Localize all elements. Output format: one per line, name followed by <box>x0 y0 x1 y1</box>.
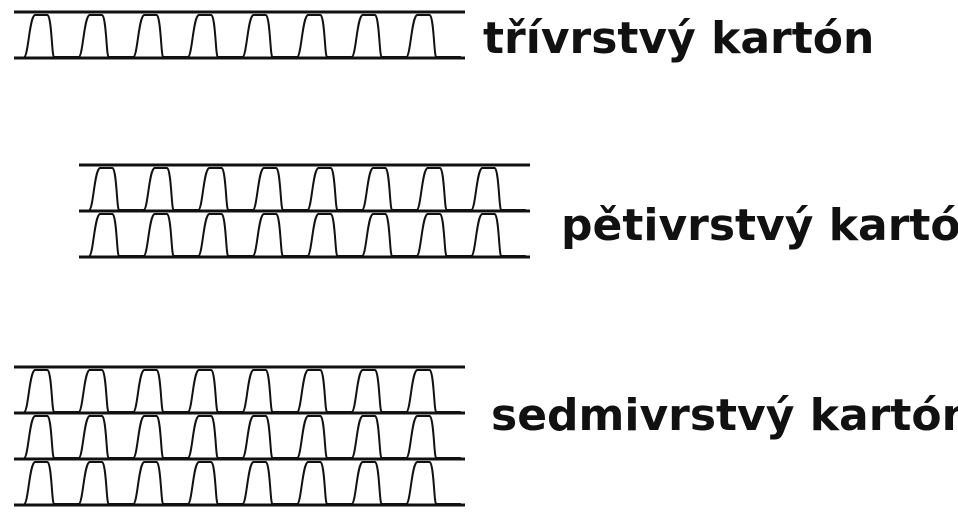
three-layer-board: třívrstvý kartón <box>14 10 874 64</box>
flute-wave <box>23 14 461 58</box>
five-layer-board-label: pětivrstvý kartón <box>561 200 958 251</box>
flute-wave <box>88 167 526 211</box>
three-layer-board-cross-section <box>14 10 465 60</box>
five-layer-board-cross-section <box>79 163 530 259</box>
flute-wave <box>88 213 526 257</box>
seven-layer-board-cross-section <box>14 365 465 507</box>
flute-wave <box>23 461 461 505</box>
flute-wave <box>23 415 461 459</box>
flute-wave <box>23 369 461 413</box>
five-layer-board: pětivrstvý kartón <box>79 163 958 259</box>
three-layer-board-label: třívrstvý kartón <box>483 13 874 64</box>
seven-layer-board-label: sedmivrstvý kartón <box>491 390 958 441</box>
seven-layer-board: sedmivrstvý kartón <box>14 365 958 507</box>
